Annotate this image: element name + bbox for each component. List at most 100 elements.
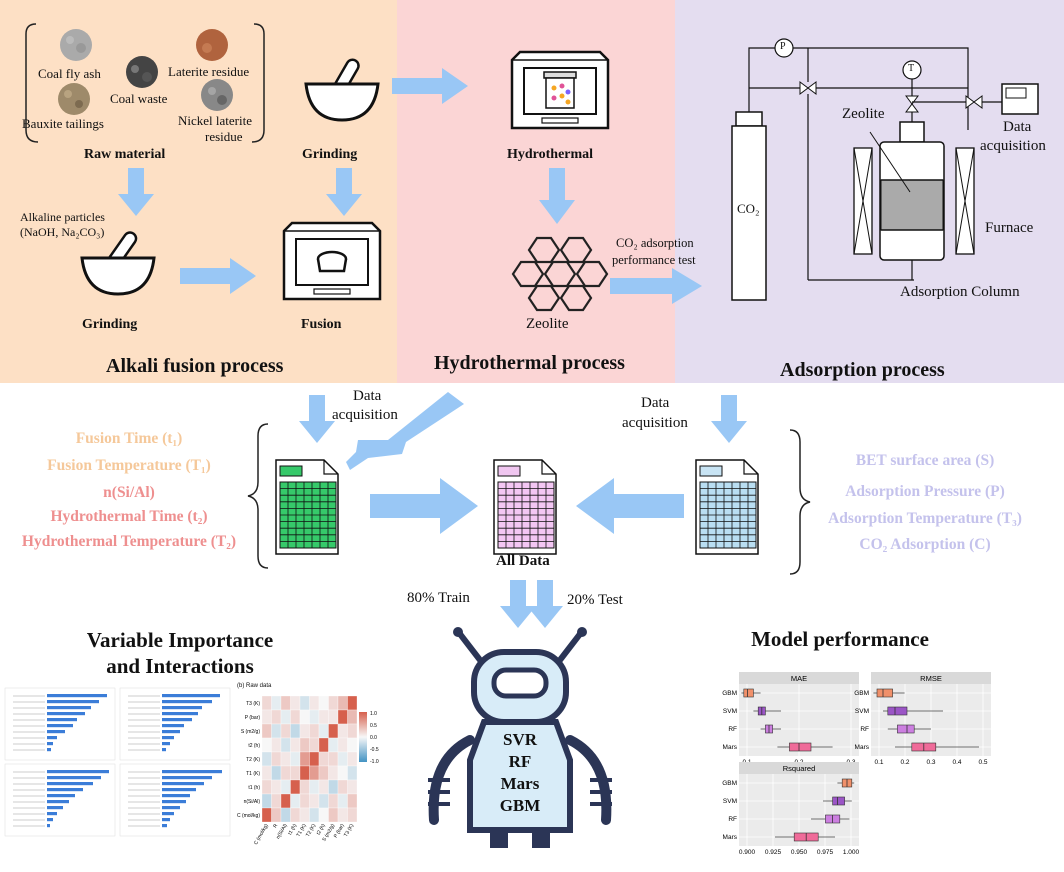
nickel-laterite-icon xyxy=(201,79,233,111)
hydrothermal-title: Hydrothermal process xyxy=(434,352,625,374)
adsorption-apparatus xyxy=(731,38,1039,301)
heatmap-cell xyxy=(299,765,310,781)
heatmap-cell xyxy=(337,779,348,795)
adsorption-zeolite-label: Zeolite xyxy=(842,106,885,122)
all-data-document-icon xyxy=(493,459,557,555)
test-label-line2: performance test xyxy=(612,253,696,267)
raw-item-nickel-laterite: Nickel laterite xyxy=(178,113,252,128)
alkali-panel xyxy=(0,0,397,383)
correlation-heatmap: T3 (K)P (bar)S (m2/g)t2 (h)T2 (K)T1 (K)t… xyxy=(237,695,358,846)
heatmap-cell xyxy=(318,709,329,725)
test-split-label: 20% Test xyxy=(567,592,623,608)
heatmap-cell xyxy=(337,765,348,781)
heatmap-cell xyxy=(271,765,282,781)
heatmap-cell xyxy=(280,793,291,809)
heatmap-cell xyxy=(299,737,310,753)
heatmap-cell xyxy=(337,793,348,809)
raw-material-brace xyxy=(25,23,265,143)
co2-cylinder-label: CO₂ xyxy=(737,201,760,216)
heatmap-cell xyxy=(309,695,320,711)
heatmap-cell xyxy=(280,723,291,739)
arrow-test xyxy=(527,580,563,628)
heatmap-cell xyxy=(318,765,329,781)
heatmap-cell xyxy=(309,723,320,739)
arrow-to-hydrothermal xyxy=(392,68,468,104)
left-var-3: Hydrothermal Time (t₂) xyxy=(50,508,208,525)
alkali-title: Alkali fusion process xyxy=(106,355,284,377)
coal-fly-ash-icon xyxy=(60,29,92,61)
raw-item-coal-fly-ash: Coal fly ash xyxy=(38,66,101,81)
heatmap-col-label: R xyxy=(272,823,279,829)
left-var-2: n(Si/Al) xyxy=(103,484,155,501)
heatmap-cell xyxy=(271,695,282,711)
legend-tick: 1.0 xyxy=(370,711,377,717)
perf-row-label: Mars xyxy=(723,834,738,841)
right-var-1: Adsorption Pressure (P) xyxy=(845,483,1005,500)
perf-row-label: SVM xyxy=(723,798,737,805)
heatmap-cell xyxy=(271,723,282,739)
perf-row-label: SVM xyxy=(855,708,869,715)
heatmap-row-label: T1 (K) xyxy=(246,771,260,777)
heatmap-cell xyxy=(318,807,329,823)
perf-row-label: RF xyxy=(860,726,869,733)
perf-tick: 0.5 xyxy=(978,759,987,766)
perf-tick: 0.925 xyxy=(765,849,782,856)
perf-tick: 0.4 xyxy=(952,759,961,766)
heatmap-cell xyxy=(309,807,320,823)
heatmap-cell xyxy=(347,737,358,753)
raw-material-label: Raw material xyxy=(84,147,166,162)
perf-row-label: SVM xyxy=(723,708,737,715)
heatmap-cell xyxy=(290,793,301,809)
perf-box xyxy=(897,724,915,734)
perf-tick: 0.3 xyxy=(926,759,935,766)
heatmap-cell xyxy=(328,695,339,711)
performance-title: Model performance xyxy=(751,627,929,651)
heatmap-cell xyxy=(280,779,291,795)
heatmap-cell xyxy=(318,751,329,767)
grinding-top-label: Grinding xyxy=(302,147,358,162)
coal-waste-icon xyxy=(126,56,158,88)
heatmap-cell xyxy=(280,765,291,781)
heatmap-col-label: t1 (h) xyxy=(287,823,298,836)
data-acq-label-1: Data xyxy=(1003,119,1032,135)
right-var-3: CO₂ Adsorption (C) xyxy=(859,536,991,553)
heatmap-cell xyxy=(261,709,272,725)
heatmap-cell xyxy=(271,807,282,823)
model-rf: RF xyxy=(508,752,532,771)
heatmap-row-label: t2 (h) xyxy=(248,743,260,749)
heatmap-col-label: T2 (K) xyxy=(305,823,317,838)
zeolite-label: Zeolite xyxy=(526,316,569,332)
perf-row-label: GBM xyxy=(854,690,869,697)
right-data-document-icon xyxy=(695,459,759,555)
perf-panel-title: Rsquared xyxy=(783,764,816,773)
heatmap-cell xyxy=(299,709,310,725)
raw-item-bauxite-tailings: Bauxite tailings xyxy=(22,116,104,131)
heatmap-cell xyxy=(309,765,320,781)
heatmap-cell xyxy=(271,779,282,795)
heatmap-cell xyxy=(280,807,291,823)
heatmap-cell xyxy=(261,695,272,711)
heatmap-cell xyxy=(280,695,291,711)
heatmap-col-label: t2 (h) xyxy=(316,823,327,836)
heatmap-cell xyxy=(347,709,358,725)
perf-tick: 0.1 xyxy=(874,759,883,766)
furnace-label: Furnace xyxy=(985,220,1034,236)
hydrothermal-label: Hydrothermal xyxy=(507,147,594,162)
heatmap-cell xyxy=(318,779,329,795)
perf-box xyxy=(832,796,845,806)
heatmap-cell xyxy=(309,751,320,767)
alkaline-particles-label: Alkaline particles xyxy=(20,210,105,224)
perf-row-label: Mars xyxy=(855,744,870,751)
alkaline-formula-label: (NaOH, Na₂CO₃) xyxy=(20,225,105,239)
heatmap-cell xyxy=(261,723,272,739)
heatmap-cell xyxy=(347,793,358,809)
heatmap-cell xyxy=(347,751,358,767)
laterite-residue-icon xyxy=(196,29,228,61)
heatmap-row-label: T3 (K) xyxy=(246,701,260,707)
heatmap-cell xyxy=(290,779,301,795)
heatmap-cell xyxy=(309,737,320,753)
all-data-label: All Data xyxy=(496,553,550,569)
heatmap-cell xyxy=(328,807,339,823)
heatmap-cell xyxy=(328,751,339,767)
heatmap-cell xyxy=(290,695,301,711)
